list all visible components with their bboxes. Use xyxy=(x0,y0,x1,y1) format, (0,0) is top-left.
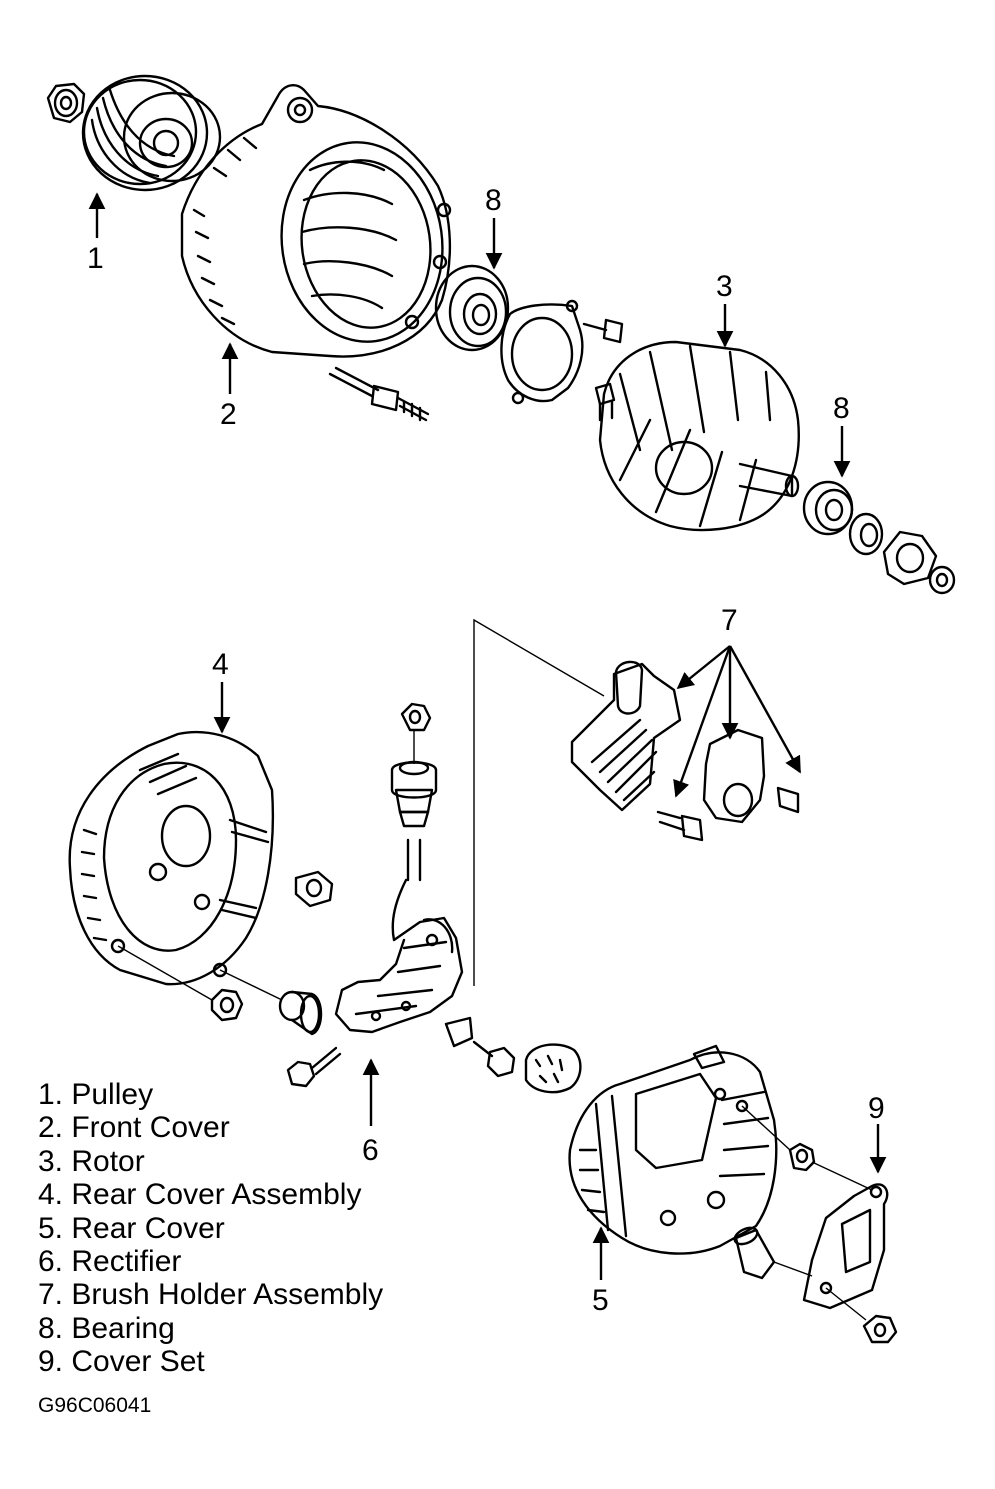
rectifier-terminal-screw-part xyxy=(472,1040,516,1078)
brush-holder-part xyxy=(570,660,704,842)
rear-cover-part xyxy=(568,1044,778,1255)
rear-bearing-part xyxy=(802,480,854,536)
rotor-part xyxy=(594,340,800,532)
figure-code: G96C06041 xyxy=(38,1394,152,1417)
leader-7a xyxy=(676,645,731,690)
through-bolt-part xyxy=(328,366,430,422)
rear-cover-nut-part xyxy=(210,988,244,1022)
brush-holder-cover-part xyxy=(702,728,800,824)
rectifier-screw-part xyxy=(286,1046,342,1088)
callout-5: 5 xyxy=(592,1284,609,1317)
legend-item-rotor: 3. Rotor xyxy=(38,1144,145,1178)
terminal-insulator-stack-part xyxy=(390,760,438,828)
assembly-line-cover-set xyxy=(811,1161,873,1191)
assembly-line-rear-nut xyxy=(117,945,213,1001)
assembly-line-cover-nut xyxy=(741,1105,791,1151)
washer-part xyxy=(928,565,956,595)
front-cover-part xyxy=(180,84,452,358)
legend-item-pulley: 1. Pulley xyxy=(38,1078,154,1111)
callout-1: 1 xyxy=(87,242,104,275)
callout-7: 7 xyxy=(721,604,738,637)
bushing-part xyxy=(278,990,323,1036)
terminal-insulator-part xyxy=(294,870,334,908)
terminal-nut-part xyxy=(400,702,432,732)
bearing-gasket-part xyxy=(882,530,938,586)
rear-cover-assembly-part xyxy=(68,730,275,986)
legend-item-brush-holder-assembly: 7. Brush Holder Assembly xyxy=(38,1278,384,1312)
rubber-grommet-part xyxy=(524,1043,582,1094)
front-bearing-part xyxy=(434,264,510,352)
cover-set-part xyxy=(733,1142,898,1344)
rectifier-part xyxy=(334,838,474,1048)
assembly-line-cover-bolt xyxy=(825,1287,867,1321)
bearing-collar-part xyxy=(848,512,884,556)
legend-item-rear-cover: 5. Rear Cover xyxy=(38,1211,225,1245)
legend-item-rear-cover-assembly: 4. Rear Cover Assembly xyxy=(38,1178,362,1212)
legend-item-front-cover: 2. Front Cover xyxy=(38,1111,230,1145)
leader-7b xyxy=(673,645,732,798)
callout-8-upper: 8 xyxy=(485,184,502,217)
callout-9: 9 xyxy=(868,1092,885,1125)
legend-item-cover-set: 9. Cover Set xyxy=(38,1345,205,1379)
callout-6: 6 xyxy=(362,1134,379,1167)
legend-item-bearing: 8. Bearing xyxy=(38,1311,175,1345)
pulley-part xyxy=(81,74,222,192)
retainer-screw-part xyxy=(582,318,624,344)
callout-3: 3 xyxy=(716,270,733,303)
legend-item-rectifier: 6. Rectifier xyxy=(38,1245,182,1279)
assembly-line-bushing xyxy=(219,969,283,1001)
pulley-nut-part xyxy=(46,82,86,124)
assembly-line-spacer xyxy=(773,1261,813,1277)
leader-7d xyxy=(728,645,802,774)
callout-4: 4 xyxy=(212,648,229,681)
assembly-line-brush-to-rectifier xyxy=(473,618,605,986)
parts-legend: 1. Pulley 2. Front Cover 3. Rotor 4. Rea… xyxy=(38,1078,383,1379)
callout-2: 2 xyxy=(220,398,237,431)
bearing-retainer-plate-part xyxy=(500,299,584,405)
callout-8-lower: 8 xyxy=(833,392,850,425)
